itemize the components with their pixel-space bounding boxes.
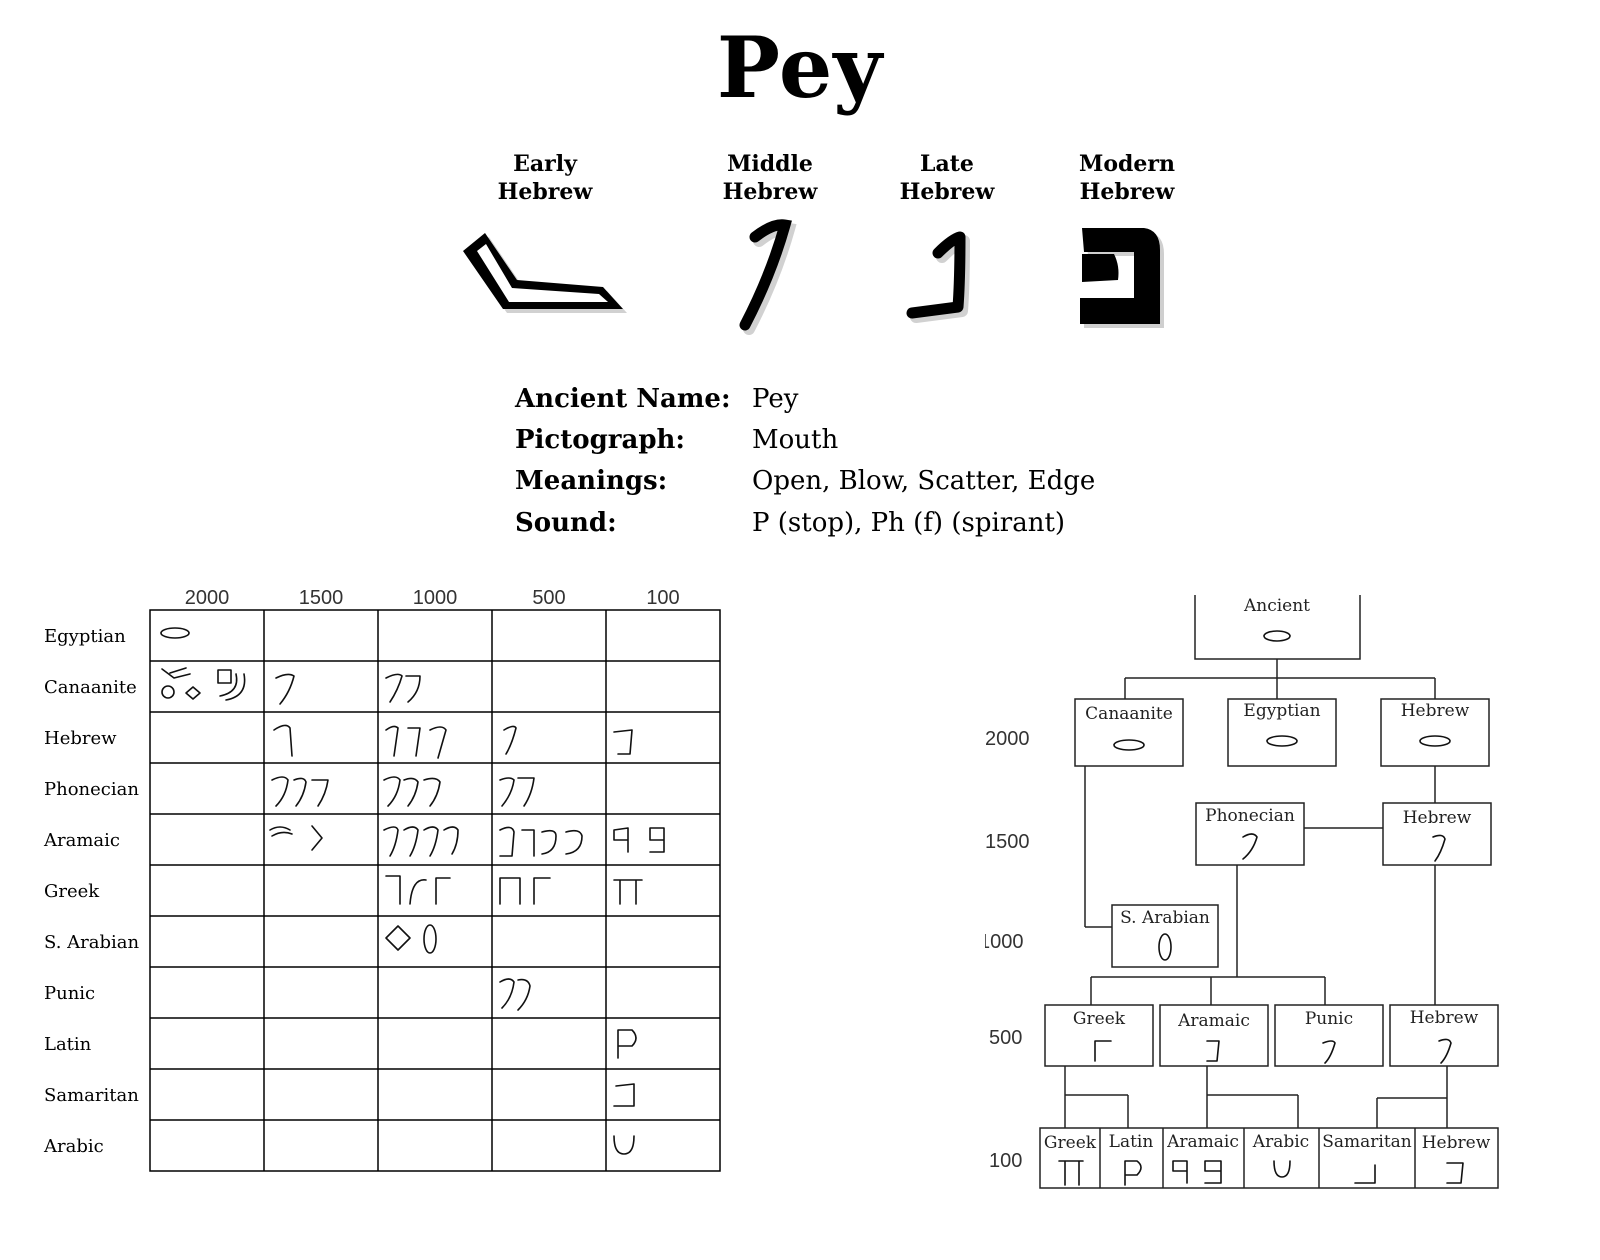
row-label: Samaritan [44, 1085, 139, 1106]
year-label: 2000 [985, 728, 1030, 750]
node-box-hebrew-1500 [1382, 802, 1492, 866]
info-value-meanings: Open, Blow, Scatter, Edge [752, 466, 1096, 496]
node-label-greek-500: Greek [1073, 1009, 1126, 1029]
early-pey-glyph [463, 233, 627, 313]
evolution-table: 2000 1500 1000 500 100 Egyptian Canaanit… [0, 587, 740, 1210]
column-label: 500 [532, 590, 565, 609]
year-label: 100 [989, 1150, 1022, 1172]
node-box-egyptian [1227, 698, 1337, 767]
node-label-greek-100: Greek [1044, 1133, 1097, 1153]
node-label-hebrew-1500: Hebrew [1403, 808, 1472, 828]
node-box-greek-500 [1044, 1004, 1154, 1067]
info-value-ancient-name: Pey [752, 384, 799, 414]
stage-label-early: Early Hebrew [497, 151, 593, 205]
node-label-ancient: Ancient [1243, 596, 1310, 616]
column-label: 100 [646, 590, 679, 609]
info-key-meanings: Meanings: [515, 466, 668, 496]
node-box-hebrew-2000 [1380, 698, 1490, 767]
late-pey-glyph [906, 231, 970, 323]
node-label-hebrew-500: Hebrew [1410, 1008, 1479, 1028]
modern-pey-glyph [1080, 228, 1164, 328]
node-label-hebrew-2000: Hebrew [1401, 701, 1470, 721]
page-title: Pey [716, 18, 884, 117]
node-label-aramaic-100: Aramaic [1166, 1132, 1239, 1152]
tree-node-glyphs [1058, 630, 1464, 1186]
row-label: Latin [44, 1034, 92, 1055]
column-label: 1000 [413, 590, 458, 609]
row-label: Hebrew [44, 728, 117, 749]
year-label: 500 [989, 1027, 1022, 1049]
node-label-phonecian: Phonecian [1205, 806, 1295, 826]
column-label: 1500 [299, 590, 344, 609]
year-label: 1000 [985, 931, 1024, 953]
node-box-hebrew-500 [1389, 1004, 1499, 1067]
info-key-ancient-name: Ancient Name: [515, 384, 731, 414]
info-value-sound: P (stop), Ph (f) (spirant) [752, 508, 1066, 538]
row-label: Punic [44, 983, 95, 1004]
family-tree-svg: 2000 1500 1000 500 100 [979, 588, 1499, 1189]
column-label: 2000 [185, 590, 230, 609]
row-label: Canaanite [44, 677, 137, 698]
stage-label-middle: Middle Hebrew [722, 151, 818, 205]
row-label: Greek [44, 881, 100, 902]
node-label-canaanite: Canaanite [1085, 704, 1173, 724]
table-grid [149, 609, 721, 1172]
node-label-hebrew-100: Hebrew [1422, 1133, 1491, 1153]
node-box-row-100 [1039, 1127, 1499, 1189]
row-label: Egyptian [44, 626, 126, 647]
family-tree: 2000 1500 1000 500 100 [979, 588, 1545, 1235]
node-label-egyptian: Egyptian [1243, 701, 1320, 721]
node-label-punic: Punic [1305, 1009, 1353, 1029]
tree-node-boxes [1039, 588, 1499, 1189]
tree-connectors [1064, 659, 1448, 1128]
info-value-pictograph: Mouth [752, 425, 839, 455]
node-box-punic [1274, 1004, 1384, 1067]
stage-label-late: Late Hebrew [899, 151, 995, 205]
node-box-aramaic-500 [1159, 1004, 1269, 1067]
node-label-arabic-100: Arabic [1252, 1132, 1309, 1152]
row-label: S. Arabian [44, 932, 139, 953]
node-box-ancient [1194, 588, 1361, 660]
evolution-table-svg: 2000 1500 1000 500 100 Egyptian Canaanit… [43, 587, 721, 1172]
tree-row-100-dividers [1099, 1128, 1416, 1188]
node-label-aramaic-500: Aramaic [1177, 1011, 1250, 1031]
node-box-canaanite [1074, 698, 1184, 767]
node-label-latin-100: Latin [1109, 1132, 1154, 1152]
info-key-sound: Sound: [515, 508, 617, 538]
middle-pey-glyph [739, 219, 797, 335]
row-label: Arabic [43, 1136, 104, 1157]
row-label: Phonecian [44, 779, 139, 800]
info-key-pictograph: Pictograph: [515, 425, 686, 455]
node-label-s-arabian: S. Arabian [1120, 908, 1210, 928]
node-label-samaritan-100: Samaritan [1322, 1132, 1412, 1152]
row-label: Aramaic [43, 830, 120, 851]
table-glyphs [160, 627, 665, 1155]
stage-label-modern: Modern Hebrew [1079, 151, 1175, 205]
year-label: 1500 [985, 831, 1030, 853]
node-box-s-arabian [1111, 904, 1219, 968]
